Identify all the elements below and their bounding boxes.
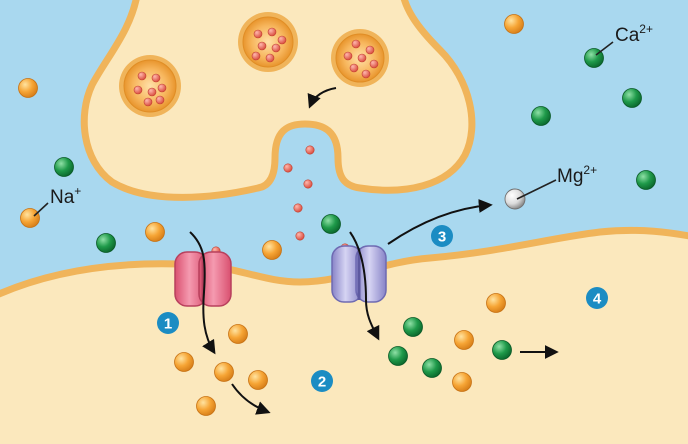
step-badge-1: 1 [157,312,179,334]
sodium-influx-arrow [189,231,216,355]
neurotransmitter-molecule [251,51,261,61]
neurotransmitter-molecule [343,51,353,61]
sodium-diffusion-arrow [231,383,271,415]
neurotransmitter-molecule [369,59,379,69]
neurotransmitter-molecule [351,39,361,49]
neurotransmitter-molecule [137,71,147,81]
neurotransmitter-molecule [265,53,275,63]
step-badge-4: 4 [586,287,608,309]
sodium-ion [228,324,248,344]
nmda-receptor-channel [331,245,387,303]
neurotransmitter-molecule [267,27,277,37]
sodium-ion [174,352,194,372]
calcium-ion [531,106,551,126]
magnesium-expulsion-arrow [387,198,493,245]
svg-text:4: 4 [593,291,602,308]
calcium-ion [622,88,642,108]
calcium-ion [636,170,656,190]
calcium-ion [321,214,341,234]
sodium-ion [262,240,282,260]
neurotransmitter-molecule [293,203,303,213]
sodium-ion [454,330,474,350]
calcium-ion [388,346,408,366]
magnesium-label: Mg2+ [557,163,597,187]
neurotransmitter-molecule [257,41,267,51]
svg-text:2: 2 [318,374,326,391]
sodium-ion [486,293,506,313]
sodium-ion [18,78,38,98]
neurotransmitter-molecule [305,145,315,155]
svg-text:1: 1 [164,316,172,333]
neurotransmitter-molecule [133,85,143,95]
calcium-ion [403,317,423,337]
sodium-label: Na+ [50,184,81,208]
sodium-ion [452,372,472,392]
synaptic-vesicle [119,55,181,117]
label-leaders [33,41,614,217]
neurotransmitter-molecule [357,53,367,63]
neurotransmitter-molecule [277,35,287,45]
neurotransmitter-molecule [151,73,161,83]
calcium-influx-arrow [349,231,380,341]
magnesium-ion [504,188,526,210]
neurotransmitter-molecule [365,45,375,55]
sodium-ion [20,208,40,228]
calcium-ion [422,358,442,378]
neurotransmitter-molecule [349,63,359,73]
step-badge-3: 3 [431,225,453,247]
synaptic-vesicle [331,29,389,87]
calcium-label: Ca2+ [615,22,653,46]
neurotransmitter-molecule [361,69,371,79]
neurotransmitter-molecule [143,97,153,107]
neurotransmitter-molecule [283,163,293,173]
sodium-ion [145,222,165,242]
neurotransmitter-molecule [155,95,165,105]
neurotransmitter-molecule [147,87,157,97]
sodium-ion [504,14,524,34]
neurotransmitter-molecule [157,83,167,93]
sodium-ion [248,370,268,390]
sodium-ion [196,396,216,416]
step-badge-2: 2 [311,370,333,392]
vesicle-release-arrow [307,87,337,109]
neurotransmitter-molecule [253,29,263,39]
sodium-channel [174,251,232,307]
synaptic-vesicle [238,12,298,72]
calcium-ion [96,233,116,253]
calcium-ion [492,340,512,360]
neurotransmitter-molecule [295,231,305,241]
calcium-ion [54,157,74,177]
neurotransmitter-molecule [271,43,281,53]
flow-arrows [189,87,559,415]
svg-text:3: 3 [438,229,446,246]
neurotransmitter-molecule [303,179,313,189]
sodium-ion [214,362,234,382]
